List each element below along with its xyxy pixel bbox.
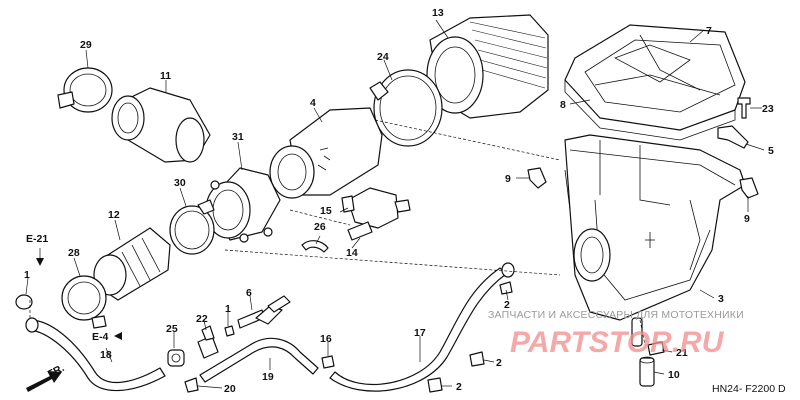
callout-4: 4 (310, 97, 316, 109)
joint-22 (197, 325, 219, 359)
ref-e21: E-21 (26, 233, 48, 245)
callout-10: 10 (668, 369, 680, 381)
callout-28: 28 (68, 247, 80, 259)
callout-2-top: 2 (504, 299, 510, 311)
callout-9-right: 9 (744, 213, 750, 225)
clip-16 (321, 355, 335, 369)
band-28 (61, 275, 107, 329)
callout-9-left: 9 (505, 173, 511, 185)
callout-17: 17 (414, 327, 426, 339)
clip-5 (717, 125, 749, 149)
callout-14: 14 (346, 247, 358, 259)
callout-15: 15 (320, 205, 332, 217)
callout-19: 19 (262, 371, 274, 383)
callout-7: 7 (706, 25, 712, 37)
watermark-logo: PARTSTOR.RU (510, 326, 725, 359)
callout-13: 13 (432, 7, 444, 19)
callout-6: 6 (246, 287, 252, 299)
callout-20: 20 (224, 383, 236, 395)
valve-14 (341, 187, 411, 241)
tube-28 (301, 240, 329, 253)
clip-9-left (527, 167, 547, 189)
callout-8: 8 (560, 99, 566, 111)
diagram-code: HN24- F2200 D (712, 383, 786, 395)
drain-plug-10 (639, 356, 655, 387)
callout-3: 3 (718, 293, 724, 305)
drain-tube-18 (25, 317, 166, 392)
air-cleaner-housing (564, 134, 746, 347)
front-label: FR. (46, 362, 67, 381)
band-30 (169, 199, 215, 255)
bolt-23 (737, 97, 751, 119)
callout-31: 31 (232, 131, 244, 143)
callout-21: 21 (676, 347, 688, 359)
clip-1-center (224, 325, 235, 337)
plug-25 (167, 349, 185, 367)
callout-24: 24 (377, 51, 389, 63)
callout-18: 18 (100, 349, 112, 361)
callout-29: 29 (80, 39, 92, 51)
ref-e4-arrowhead (114, 332, 122, 340)
air-cleaner-cover (564, 24, 746, 141)
hose-19 (199, 337, 319, 383)
callout-26: 26 (314, 221, 326, 233)
clip-2-top (499, 281, 513, 295)
callout-25: 25 (166, 323, 178, 335)
callout-23: 23 (762, 103, 774, 115)
watermark-text: ЗАПЧАСТИ И АКСЕССУАРЫ ДЛЯ МОТОТЕХНИКИ (488, 309, 744, 321)
clip-9-right (739, 177, 759, 199)
clip-20 (184, 377, 199, 393)
callout-1-left: 1 (24, 269, 30, 281)
front-direction-arrow: FR. (26, 362, 66, 392)
band-24 (369, 69, 443, 147)
clip-2-bottom (427, 377, 443, 393)
callout-22: 22 (196, 313, 208, 325)
band-29 (57, 67, 113, 113)
callout-1-center: 1 (225, 303, 231, 315)
callout-16: 16 (320, 333, 332, 345)
tube-6 (255, 295, 291, 325)
clip-2-middle (469, 351, 485, 367)
callout-2-bottom: 2 (456, 381, 462, 393)
duct-11 (111, 87, 211, 163)
callout-5: 5 (768, 145, 774, 157)
clamp-1-left (15, 294, 33, 310)
callout-30: 30 (174, 177, 186, 189)
callout-2-middle: 2 (496, 357, 502, 369)
plug-21 (647, 341, 665, 356)
element-holder (269, 107, 383, 199)
callout-12: 12 (108, 209, 120, 221)
ref-e4: E-4 (92, 331, 109, 343)
hose-17 (329, 262, 515, 392)
callout-11: 11 (160, 70, 171, 82)
filter-element (426, 14, 549, 119)
boot-12 (93, 227, 171, 301)
ref-e21-arrowhead (36, 258, 44, 266)
connecting-tube-31 (205, 167, 281, 243)
